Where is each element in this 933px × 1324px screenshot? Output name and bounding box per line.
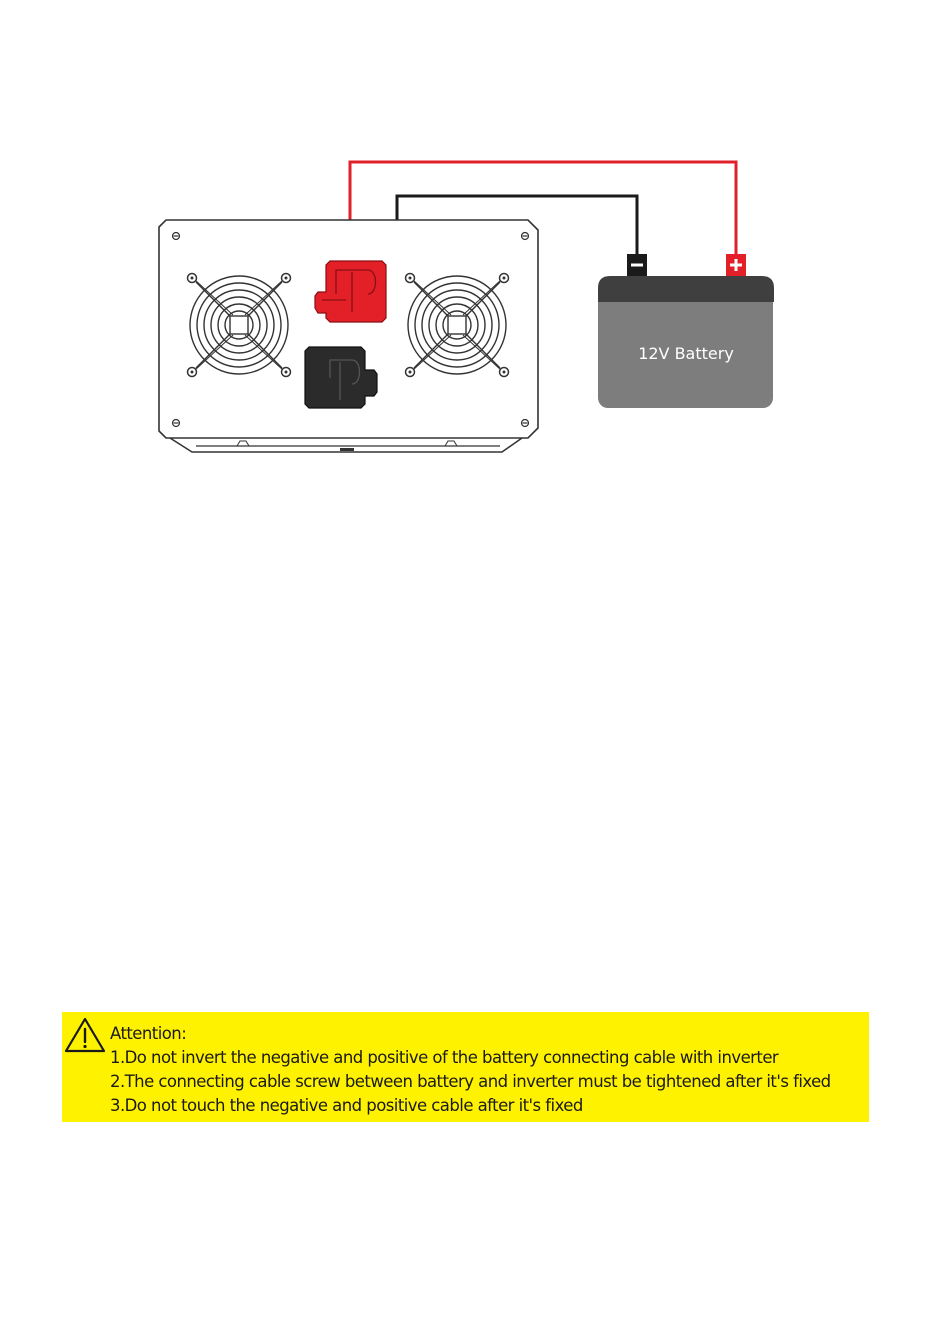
- attention-item-2: 2.The connecting cable screw between bat…: [110, 1070, 865, 1094]
- battery: − + 12V Battery: [598, 251, 774, 408]
- battery-label: 12V Battery: [638, 344, 734, 363]
- attention-item-3: 3.Do not touch the negative and positive…: [110, 1094, 865, 1118]
- attention-text: Attention: 1.Do not invert the negative …: [110, 1022, 865, 1118]
- attention-box: Attention: 1.Do not invert the negative …: [62, 1012, 869, 1122]
- wiring-diagram: − + 12V Battery: [0, 0, 933, 520]
- positive-terminal: [315, 261, 386, 322]
- attention-title: Attention:: [110, 1022, 865, 1046]
- inverter-back-panel: [159, 220, 538, 452]
- battery-lid: [598, 276, 774, 302]
- attention-item-1: 1.Do not invert the negative and positiv…: [110, 1046, 865, 1070]
- warning-triangle-icon: [64, 1017, 106, 1053]
